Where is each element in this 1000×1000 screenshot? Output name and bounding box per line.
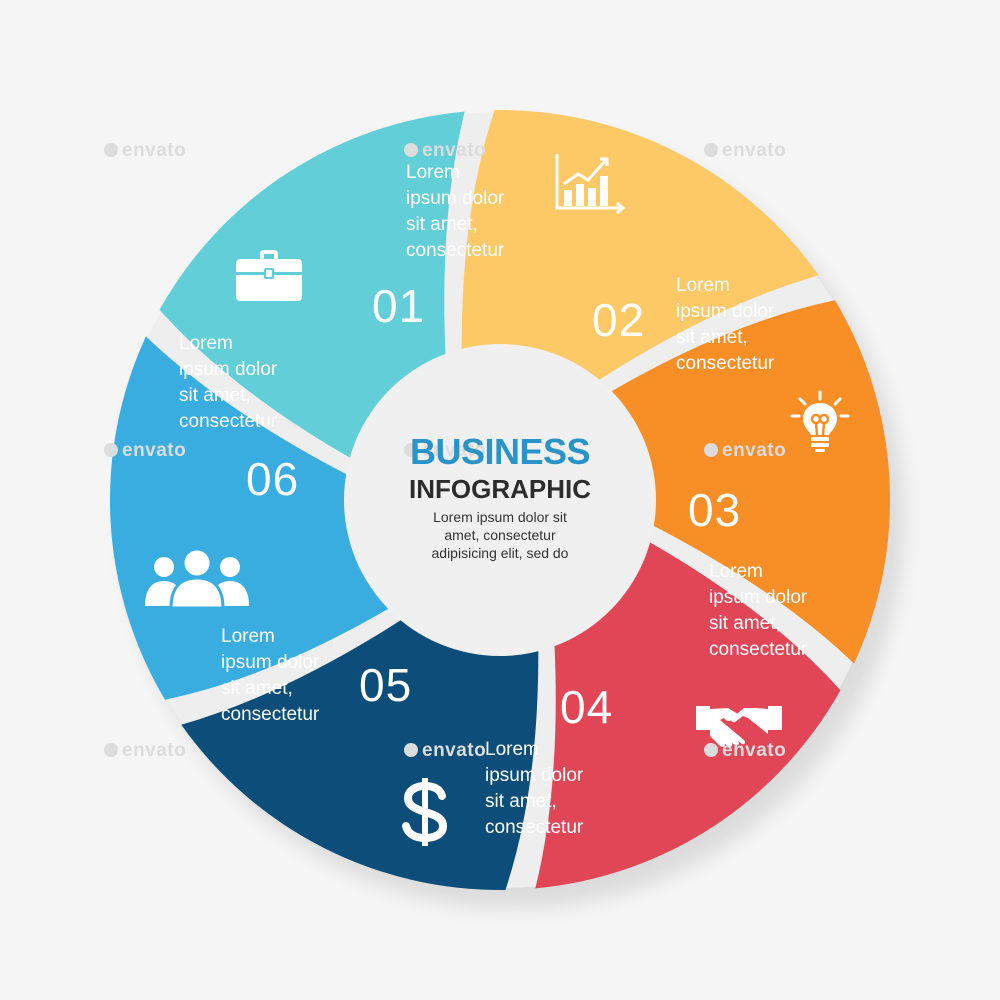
watermark: envato: [104, 740, 186, 762]
step-04-number: 04: [560, 681, 614, 733]
step-05-text: Lorem ipsum dolor sit amet, consectetur: [221, 626, 320, 725]
step-02-text: Lorem ipsum dolor sit amet, consectetur: [676, 275, 775, 374]
step-06-number: 06: [246, 453, 300, 505]
watermark: envato: [404, 440, 486, 462]
ring-segment-05: [110, 336, 394, 700]
watermark: envato: [104, 140, 186, 162]
ring-segment-03: [535, 539, 841, 889]
center-subtitle-title: INFOGRAPHIC: [409, 474, 591, 504]
step-03-number: 03: [688, 484, 742, 536]
ring-segment-04: [181, 616, 539, 890]
watermark: envato: [404, 140, 486, 162]
people-icon: [145, 548, 249, 608]
step-03-text: Lorem ipsum dolor sit amet, consectetur: [709, 561, 808, 660]
lightbulb-icon: [790, 390, 850, 452]
watermark: envato: [104, 440, 186, 462]
watermark: envato: [404, 740, 486, 762]
dollar-icon: [402, 778, 448, 846]
ring-segment-06: [159, 111, 465, 461]
handshake-icon: [696, 706, 782, 748]
ring-segment-01: [461, 110, 819, 384]
briefcase-icon: [236, 250, 302, 301]
center-title: BUSINESS: [409, 431, 591, 472]
watermark: envato: [704, 140, 786, 162]
center-text: Lorem ipsum dolor sit amet, consectetur …: [431, 509, 569, 561]
step-06-text: Lorem ipsum dolor sit amet, consectetur: [179, 333, 278, 432]
center-disc: [344, 344, 656, 656]
step-01-number: 01: [372, 280, 426, 332]
step-02-number: 02: [592, 294, 646, 346]
step-05-number: 05: [359, 659, 413, 711]
step-04-text: Lorem ipsum dolor sit amet, consectetur: [485, 739, 584, 838]
bar-chart-icon: [555, 154, 626, 214]
watermark: envato: [704, 440, 786, 462]
step-01-text: Lorem ipsum dolor sit amet, consectetur: [406, 162, 505, 261]
